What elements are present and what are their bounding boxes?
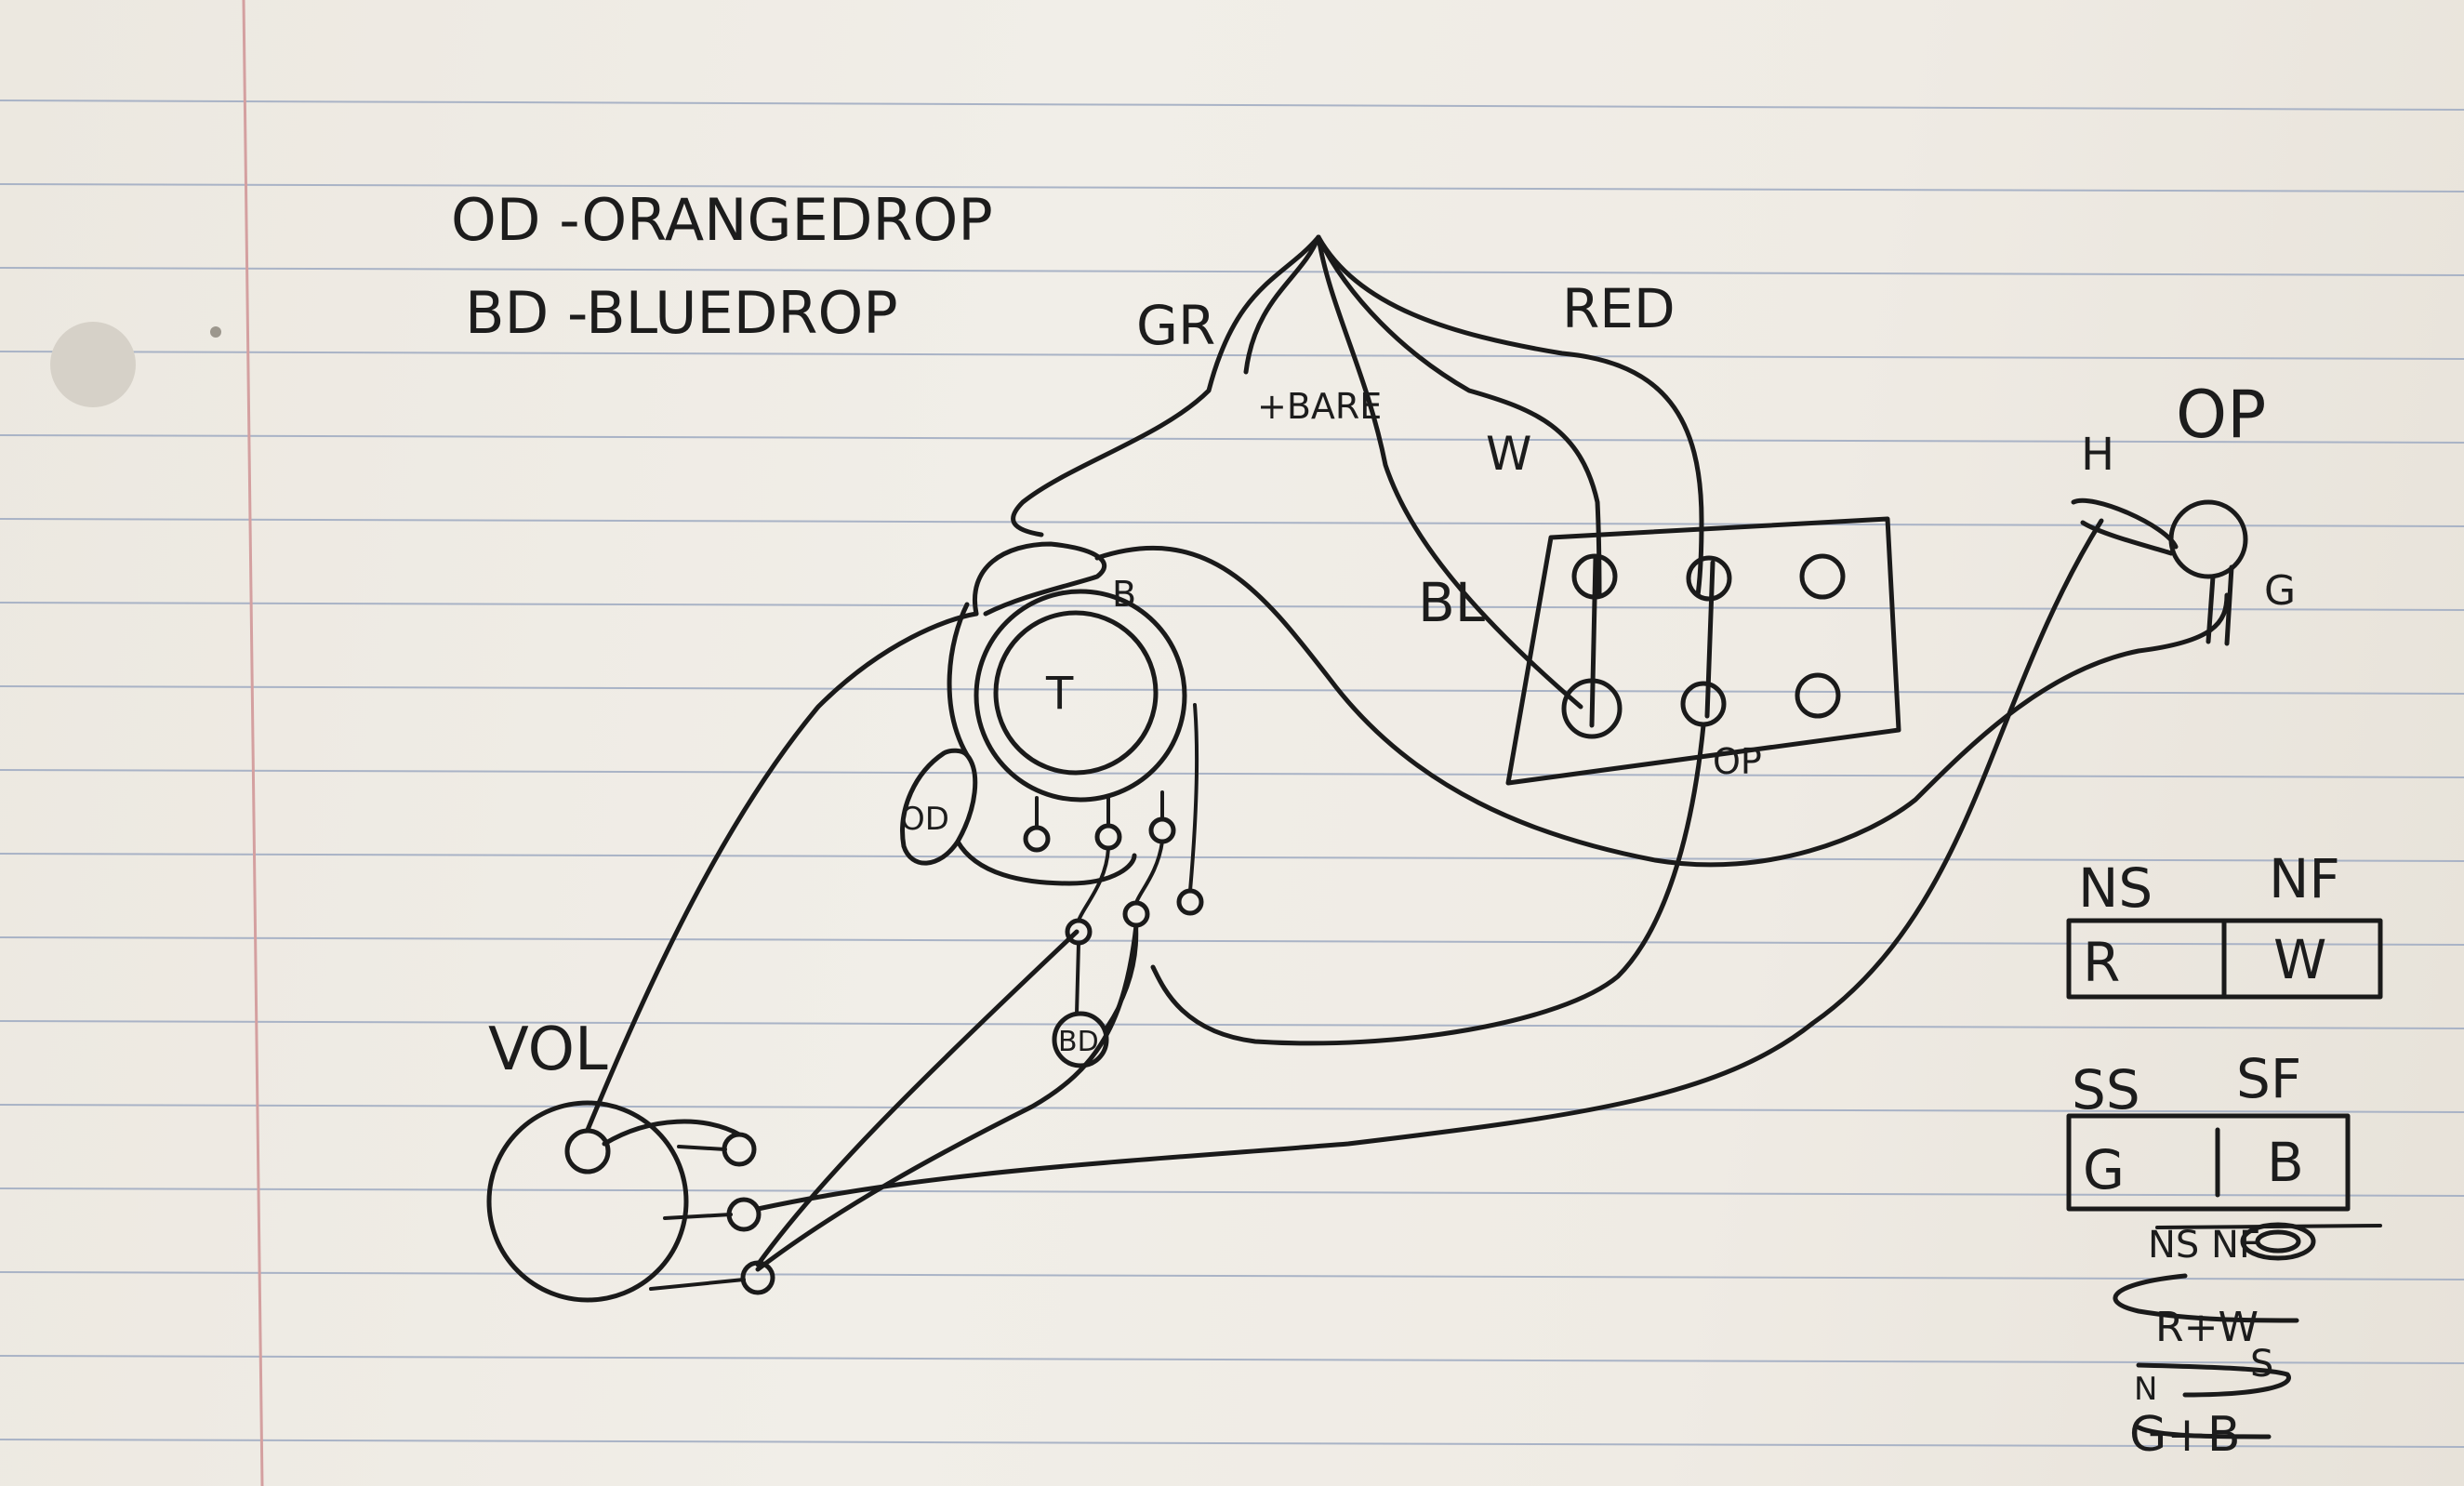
- note-line-1: NS NF: [2148, 1224, 2260, 1267]
- scribble-notes: [2113, 1222, 2382, 1440]
- binder-hole: [50, 322, 136, 407]
- label-south-finish: SF: [2236, 1047, 2301, 1110]
- label-south-start: SS: [2072, 1058, 2140, 1121]
- label-tone: T: [1045, 668, 1074, 720]
- label-red: RED: [1562, 277, 1676, 340]
- north-coil-table: [2066, 918, 2383, 1000]
- label-orange-drop: OD: [900, 801, 949, 838]
- label-tone-lug: B: [1112, 574, 1136, 615]
- output-jack: [2071, 498, 2248, 646]
- south-coil-table: [2066, 1113, 2351, 1212]
- north-start-color: R: [2083, 931, 2120, 994]
- label-north-start: NS: [2078, 856, 2153, 920]
- label-black: BL: [1418, 571, 1485, 634]
- south-finish-color: B: [2267, 1131, 2304, 1194]
- note-line-3-n: N: [2134, 1371, 2157, 1408]
- signal-wires: [585, 518, 2230, 1272]
- label-volume: VOL: [488, 1015, 608, 1084]
- label-jack-ground: G: [2264, 567, 2296, 615]
- legend-bd: BD -BLUEDROP: [465, 279, 898, 347]
- tone-pot: [973, 541, 1204, 916]
- label-north-finish: NF: [2269, 847, 2340, 910]
- label-green-red: GR: [1136, 294, 1215, 357]
- label-bare: +BARE: [1257, 386, 1382, 427]
- pickup-wires: [1011, 234, 1704, 710]
- margin-line: [242, 0, 264, 1486]
- paper-mark: [210, 326, 221, 338]
- ruled-lines: [0, 100, 2464, 1448]
- note-line-4: G+B: [2129, 1407, 2241, 1463]
- note-line-3-s: S: [2250, 1343, 2273, 1386]
- north-finish-color: W: [2273, 928, 2326, 991]
- south-start-color: G: [2083, 1138, 2125, 1201]
- label-output-jack: OP: [2176, 377, 2266, 453]
- note-line-2: R+W: [2155, 1304, 2259, 1351]
- label-blue-drop: BD: [1058, 1026, 1099, 1058]
- label-jack-hot: H: [2081, 429, 2114, 481]
- volume-pot: [486, 1100, 775, 1303]
- label-white: W: [1486, 427, 1531, 481]
- label-switch-output: OP: [1713, 741, 1762, 782]
- legend-od: OD -ORANGEDROP: [451, 186, 993, 254]
